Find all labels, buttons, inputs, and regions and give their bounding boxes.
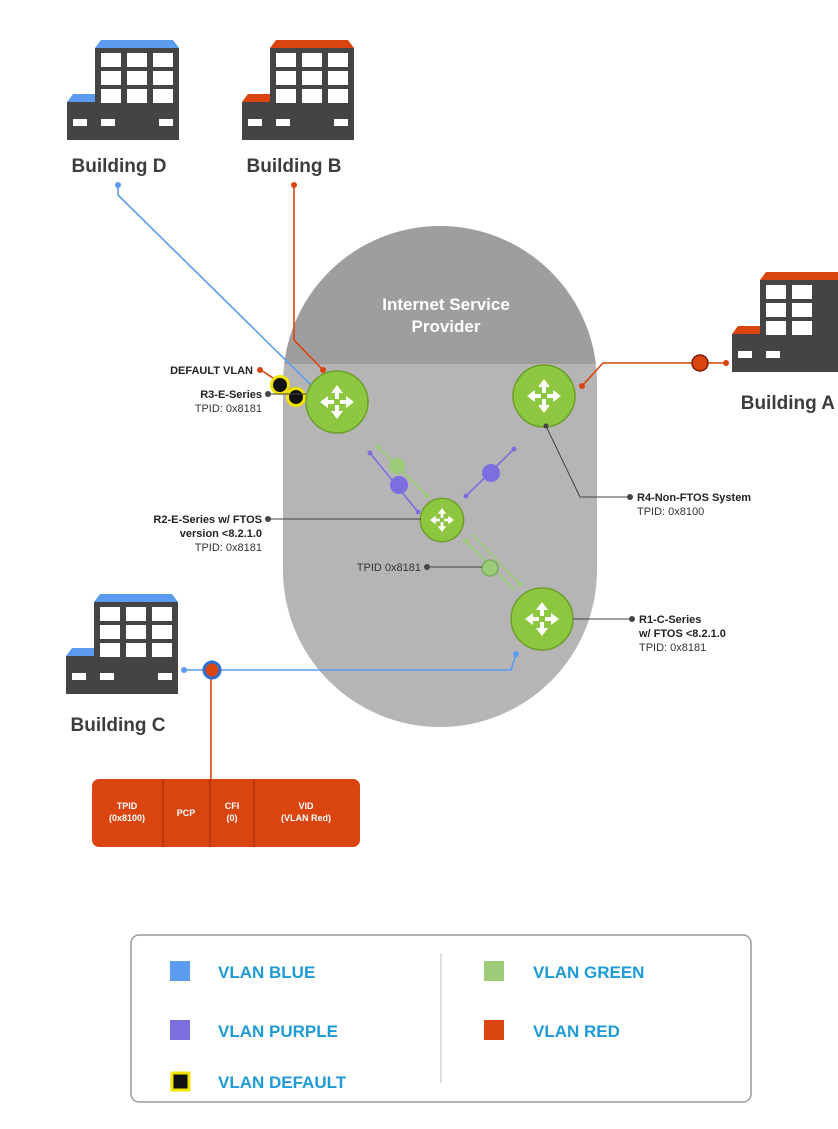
r3-name: R3-E-Series bbox=[200, 389, 262, 401]
r3-tpid: TPID: 0x8181 bbox=[195, 403, 262, 415]
r4-name: R4-Non-FTOS System bbox=[637, 492, 751, 504]
r2-tpid: TPID: 0x8181 bbox=[195, 542, 262, 554]
tpid-link-label: TPID 0x8181 bbox=[357, 562, 421, 574]
tag-red-building-a bbox=[691, 354, 709, 372]
r1-name-line2: w/ FTOS <8.2.1.0 bbox=[638, 628, 726, 640]
legend-swatch-blue bbox=[170, 961, 190, 981]
frame-field-tpid-line1: TPID bbox=[117, 801, 138, 811]
tag-green-r3-r2 bbox=[389, 458, 405, 474]
tag-default-2 bbox=[286, 387, 306, 407]
building-c-icon bbox=[66, 594, 178, 694]
link-building-a-red bbox=[581, 362, 726, 387]
legend-swatch-default bbox=[170, 1071, 191, 1092]
r4-tpid: TPID: 0x8100 bbox=[637, 506, 704, 518]
building-b-icon bbox=[242, 40, 354, 140]
building-a-icon bbox=[732, 272, 838, 372]
router-r2 bbox=[419, 497, 465, 543]
building-a-label: Building A bbox=[741, 393, 836, 414]
r1-tpid: TPID: 0x8181 bbox=[639, 642, 706, 654]
building-d-label: Building D bbox=[72, 156, 167, 177]
isp-title-line1: Internet Service bbox=[382, 295, 510, 314]
tag-purple-r3-r2 bbox=[390, 476, 408, 494]
router-r1 bbox=[510, 587, 574, 651]
device-labels: R3-E-Series TPID: 0x8181 R4-Non-FTOS Sys… bbox=[153, 365, 751, 654]
isp-cloud: Internet Service Provider bbox=[283, 226, 597, 727]
legend-label-green: VLAN GREEN bbox=[533, 963, 644, 982]
frame-field-cfi-line1: CFI bbox=[225, 801, 240, 811]
router-r4 bbox=[512, 364, 576, 428]
link-building-b-red bbox=[293, 185, 324, 371]
legend-label-blue: VLAN BLUE bbox=[218, 963, 315, 982]
link-r2-r1-green-2 bbox=[471, 533, 521, 585]
frame-field-pcp: PCP bbox=[177, 808, 196, 818]
tag-red-in-blue-building-c bbox=[202, 660, 222, 680]
building-d-icon bbox=[67, 40, 179, 140]
tag-green-r2-r1 bbox=[481, 559, 499, 577]
router-r3 bbox=[305, 370, 369, 434]
tag-default-1 bbox=[270, 375, 290, 395]
legend-swatch-purple bbox=[170, 1020, 190, 1040]
tag-purple-r2-r4 bbox=[482, 464, 500, 482]
legend-label-purple: VLAN PURPLE bbox=[218, 1022, 338, 1041]
r2-name-line1: R2-E-Series w/ FTOS bbox=[153, 514, 262, 526]
default-vlan-label: DEFAULT VLAN bbox=[170, 365, 253, 377]
building-c-label: Building C bbox=[71, 715, 166, 736]
frame-field-tpid-line2: (0x8100) bbox=[109, 813, 145, 823]
legend-swatch-red bbox=[484, 1020, 504, 1040]
legend-swatch-green bbox=[484, 961, 504, 981]
building-b-label: Building B bbox=[247, 156, 342, 177]
isp-title-line2: Provider bbox=[412, 317, 481, 336]
frame-field-cfi-line2: (0) bbox=[227, 813, 238, 823]
r2-name-line2: version <8.2.1.0 bbox=[180, 528, 262, 540]
vlan-tags bbox=[202, 354, 709, 680]
r1-name-line1: R1-C-Series bbox=[639, 614, 701, 626]
legend-label-red: VLAN RED bbox=[533, 1022, 620, 1041]
legend: VLAN BLUE VLAN PURPLE VLAN DEFAULT VLAN … bbox=[130, 934, 752, 1103]
vlan-frame-header: TPID (0x8100) PCP CFI (0) VID (VLAN Red) bbox=[92, 779, 360, 847]
frame-field-vid-line2: (VLAN Red) bbox=[281, 813, 331, 823]
link-building-c-blue bbox=[184, 653, 517, 671]
frame-field-vid-line1: VID bbox=[298, 801, 314, 811]
link-building-d-blue bbox=[117, 185, 317, 391]
legend-label-default: VLAN DEFAULT bbox=[218, 1073, 347, 1092]
